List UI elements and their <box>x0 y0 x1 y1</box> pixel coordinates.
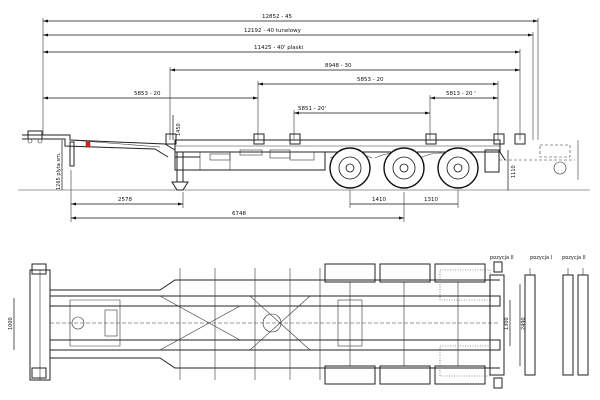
vertical-dims <box>61 115 509 190</box>
dim-vertical-1110: 1110 <box>511 165 517 178</box>
wheel-3 <box>437 147 479 189</box>
dim-20-front: 5853 - 20 <box>134 91 161 97</box>
dim-plan-2490: 2490 <box>521 317 527 330</box>
dim-flat-length: 11425 - 40' plaski <box>254 45 304 51</box>
kingpin-support <box>69 141 75 167</box>
landing-gear <box>171 151 189 191</box>
plan-view: pozycja II pozycja I pozycja II 1000 130… <box>8 255 589 389</box>
label-pozycja-ii-right: pozycja II <box>562 255 586 261</box>
positions <box>524 268 589 376</box>
rear-bumper <box>484 140 579 180</box>
red-marker <box>85 141 91 148</box>
side-view: 12852 - 45 12192 - 40 tunelowy 11425 - 4… <box>18 14 590 222</box>
top-dimension-lines <box>42 18 539 140</box>
bottom-dimension-lines <box>70 170 459 222</box>
dim-tunnel-length: 12192 - 40 tunelowy <box>244 28 302 34</box>
wheel-1 <box>329 147 371 189</box>
dim-1410: 1410 <box>372 197 386 203</box>
dim-20-center: 5851 - 20' <box>298 106 326 112</box>
dim-plan-1300: 1300 <box>504 317 510 330</box>
dim-plan-1000: 1000 <box>8 317 14 330</box>
dim-2578: 2578 <box>118 197 132 203</box>
dim-6748: 6748 <box>232 211 246 217</box>
dim-20-back: 5813 - 20 ' <box>446 91 476 97</box>
dim-1310: 1310 <box>424 197 438 203</box>
plan-wheels <box>262 263 486 385</box>
gooseneck <box>22 130 200 167</box>
dim-overall-length: 12852 - 45 <box>262 14 292 20</box>
label-pozycja-i: pozycja I <box>530 255 552 261</box>
dim-vertical-1265: 1265 plyta sm. <box>56 152 62 190</box>
dim-20-rear: 5853 - 20 <box>357 77 384 83</box>
dim-30-length: 8948 - 30 <box>325 63 352 69</box>
label-pozycja-ii-left: pozycja II <box>490 255 514 261</box>
dim-vertical-1450: 1450 <box>176 123 182 136</box>
wheel-2 <box>383 147 425 189</box>
